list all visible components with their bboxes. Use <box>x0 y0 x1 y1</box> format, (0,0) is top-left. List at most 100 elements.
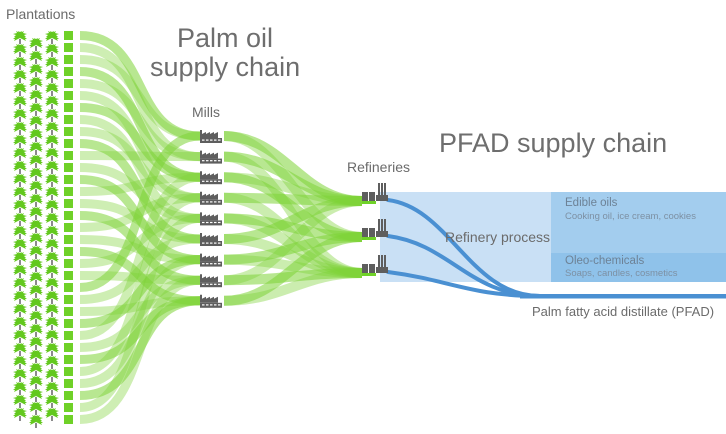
palm-tree-icon <box>45 369 59 382</box>
palm-frond <box>20 166 27 171</box>
palm-tree-icon <box>29 337 43 350</box>
palm-tree-icon <box>13 83 27 96</box>
mills-label: Mills <box>192 104 220 120</box>
palm-frond <box>13 231 20 236</box>
palm-frond <box>36 116 43 123</box>
palm-frond <box>20 75 27 80</box>
palm-frond <box>52 75 59 80</box>
palm-frond <box>36 233 43 240</box>
refinery-process-area <box>380 192 726 282</box>
palm-frond <box>50 265 54 270</box>
palm-frond <box>29 285 36 292</box>
palm-frond <box>34 246 38 251</box>
palm-frond <box>13 166 20 171</box>
palm-tree-icon <box>13 252 27 265</box>
palm-frond <box>29 251 36 256</box>
flow-plantation-to-mill <box>79 271 201 285</box>
palm-frond <box>45 356 52 363</box>
palm-tree-icon <box>13 161 27 174</box>
palm-frond <box>50 200 54 205</box>
palm-frond <box>20 374 27 379</box>
palm-frond <box>50 317 54 322</box>
palm-frond <box>20 296 27 301</box>
factory-icon <box>200 253 222 267</box>
palm-frond <box>45 231 52 236</box>
refinery-base <box>376 231 388 237</box>
plantation-square <box>64 331 73 340</box>
palm-frond <box>29 342 36 347</box>
palm-frond <box>13 309 20 314</box>
factory-window <box>218 139 221 141</box>
palm-frond <box>13 343 20 350</box>
factory-window <box>210 221 213 224</box>
palm-frond <box>36 121 43 126</box>
flow-plantation-to-mill <box>79 131 201 292</box>
palm-trunk <box>51 208 53 213</box>
palm-frond <box>34 181 38 186</box>
factory-window <box>202 201 205 203</box>
palm-frond <box>45 49 52 54</box>
palm-trunk <box>51 377 53 382</box>
palm-frond <box>36 277 43 282</box>
palm-frond <box>45 192 52 197</box>
flow-mill-to-refinery <box>223 268 363 306</box>
palm-tree-icon <box>29 311 43 324</box>
palm-trunk <box>35 228 37 233</box>
palm-frond <box>29 298 36 305</box>
palm-frond <box>36 51 43 58</box>
flow-plantation-to-mill <box>79 139 201 244</box>
palm-frond <box>36 199 43 204</box>
palm-frond <box>52 387 59 392</box>
palm-frond <box>20 44 27 51</box>
palm-frond <box>36 38 43 45</box>
palm-trunk <box>51 130 53 135</box>
palm-tree-icon <box>29 324 43 337</box>
palm-frond <box>36 64 43 71</box>
palm-frond <box>36 160 43 165</box>
palm-frond <box>29 168 36 175</box>
palm-frond <box>52 109 59 116</box>
palm-frond <box>13 218 20 223</box>
palm-frond <box>52 153 59 158</box>
palm-frond <box>20 265 27 272</box>
palm-frond <box>20 153 27 158</box>
factory-roof <box>200 130 218 138</box>
flow-plantation-to-mill <box>79 275 201 352</box>
palm-frond <box>50 44 54 49</box>
palm-trunk <box>19 234 21 239</box>
palm-frond <box>36 363 43 370</box>
palm-frond <box>29 290 36 295</box>
palm-frond <box>45 83 52 90</box>
palm-frond <box>52 395 59 402</box>
factory-window <box>206 283 209 285</box>
palm-frond <box>29 69 36 74</box>
palm-trunk <box>19 104 21 109</box>
palm-frond <box>45 244 52 249</box>
palm-frond <box>29 160 36 165</box>
palm-tree-icon <box>13 382 27 395</box>
palm-tree-icon <box>29 233 43 246</box>
palm-tree-icon <box>13 109 27 122</box>
palm-frond <box>29 259 36 266</box>
palm-frond <box>29 350 36 357</box>
flow-plantation-to-mill <box>79 213 201 412</box>
palm-frond <box>13 70 20 77</box>
palm-frond <box>52 101 59 106</box>
palm-frond <box>45 270 52 275</box>
palm-frond <box>13 192 20 197</box>
refinery-icon <box>362 183 388 204</box>
palm-tree-icon <box>29 90 43 103</box>
palm-frond <box>52 278 59 285</box>
refinery-base <box>376 195 388 201</box>
palm-frond <box>52 330 59 337</box>
palm-frond <box>36 134 43 139</box>
plantation-square <box>64 247 73 256</box>
palm-tree-icon <box>45 343 59 356</box>
palm-frond <box>13 322 20 327</box>
palm-frond <box>52 400 59 405</box>
palm-tree-icon <box>45 31 59 44</box>
palm-frond <box>36 238 43 243</box>
palm-trunk <box>51 39 53 44</box>
palm-frond <box>36 90 43 97</box>
palm-frond <box>20 304 27 311</box>
